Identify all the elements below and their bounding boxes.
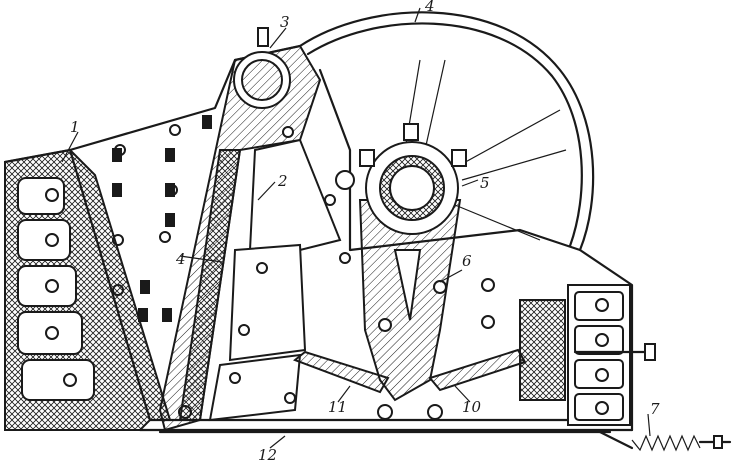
- crushing-plate: [69, 149, 242, 421]
- label-part-10: 10: [462, 398, 482, 416]
- rear-adjusting-block: [519, 284, 657, 426]
- label-part-12: 12: [258, 446, 277, 464]
- leader-lines: [61, 7, 651, 449]
- label-part-7: 7: [650, 400, 660, 418]
- connecting-rod: [358, 123, 467, 402]
- label-part-4-flywheel: 4: [424, 0, 435, 15]
- label-part-2: 2: [277, 172, 288, 190]
- label-part-1: 1: [70, 118, 80, 136]
- tension-spring: [158, 430, 732, 452]
- toggle-plate-rear: [428, 348, 527, 392]
- label-part-5: 5: [480, 174, 490, 192]
- shaft-bolts: [324, 170, 495, 420]
- fixed-jaw-housing: [4, 148, 152, 431]
- label-part-6: 6: [462, 252, 472, 270]
- toggle-plate-front: [293, 350, 390, 394]
- label-part-11: 11: [328, 398, 347, 416]
- label-part-4-jaw: 4: [175, 250, 186, 268]
- label-part-3: 3: [280, 13, 290, 31]
